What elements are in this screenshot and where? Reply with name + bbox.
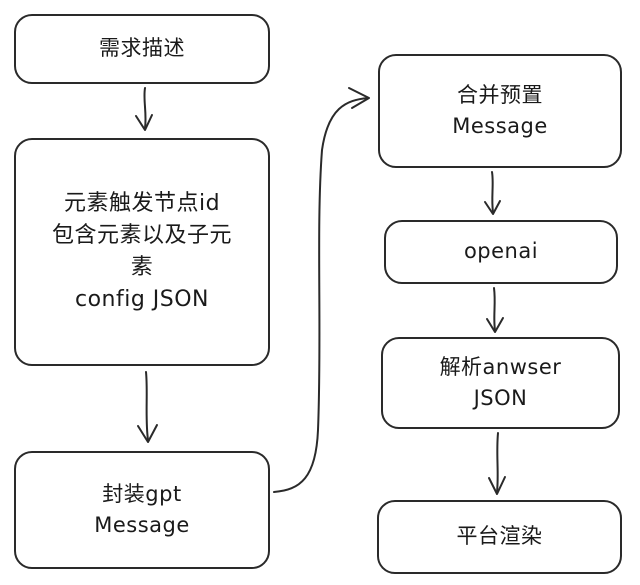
node-merge-preset-message: 合并预置 Message: [378, 54, 622, 168]
node-label: 元素触发节点id 包含元素以及子元 素 config JSON: [51, 191, 232, 312]
arrowhead-gpt-message-to-merge: [348, 87, 370, 109]
arrow-parse-to-render: [496, 432, 499, 493]
node-label: 封装gpt Message: [94, 481, 190, 538]
arrow-config-to-gpt-message: [145, 371, 149, 441]
node-wrap-gpt-message: 封装gpt Message: [14, 451, 270, 569]
node-label: openai: [463, 239, 539, 264]
arrow-openai-to-parse: [493, 287, 496, 331]
node-requirement-description: 需求描述: [14, 14, 270, 84]
arrowhead-config-to-gpt-message: [137, 424, 158, 443]
arrowhead-merge-to-openai: [484, 200, 501, 215]
arrowhead-parse-to-render: [488, 476, 506, 495]
arrow-gpt-message-to-merge: [273, 97, 369, 493]
node-label: 解析anwser JSON: [439, 354, 562, 411]
node-parse-answer-json: 解析anwser JSON: [381, 337, 620, 429]
node-openai: openai: [384, 220, 618, 284]
arrowhead-openai-to-parse: [486, 317, 504, 333]
node-label: 需求描述: [99, 36, 185, 61]
arrow-merge-to-openai: [491, 171, 494, 213]
arrowhead-requirement-to-config: [135, 114, 153, 131]
node-label: 平台渲染: [456, 524, 543, 549]
node-label: 合并预置 Message: [452, 82, 548, 139]
node-platform-render: 平台渲染: [377, 500, 622, 574]
node-trigger-config-json: 元素触发节点id 包含元素以及子元 素 config JSON: [14, 138, 270, 366]
arrow-requirement-to-config: [143, 87, 147, 129]
